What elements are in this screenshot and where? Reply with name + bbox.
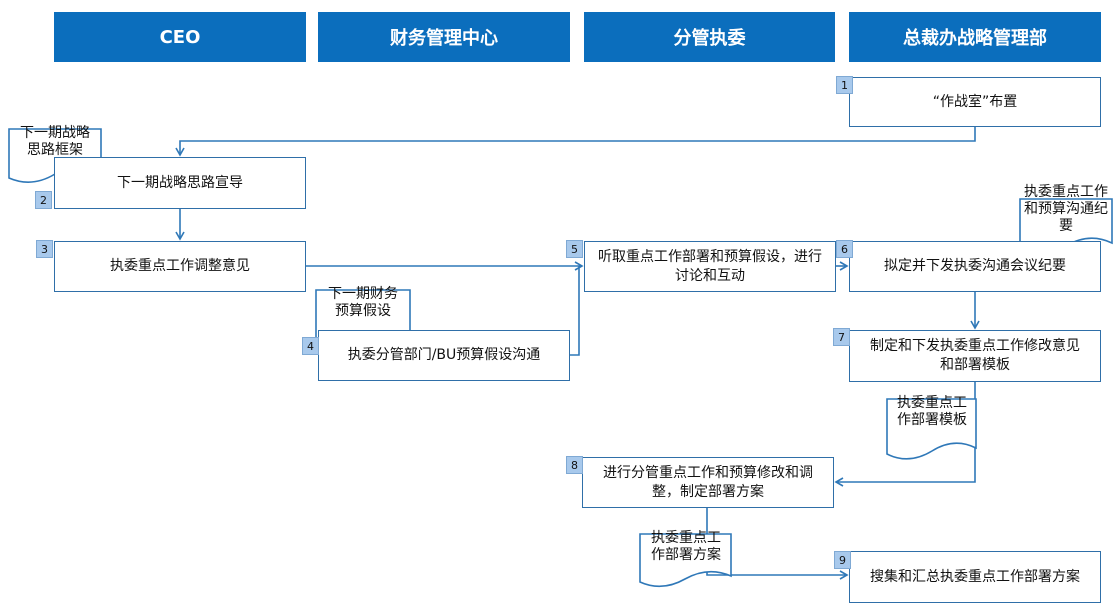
step-8-box: 进行分管重点工作和预算修改和调整，制定部署方案 xyxy=(582,457,834,508)
document-shape-deployment-plan xyxy=(639,533,732,588)
document-deployment-template: 执委重点工作部署模板 xyxy=(897,395,967,428)
step-5-text: 听取重点工作部署和预算假设，进行讨论和互动 xyxy=(598,248,822,284)
document-shape-deployment-template xyxy=(886,398,977,460)
step-2-box: 下一期战略思路宣导 xyxy=(54,157,306,209)
lane-header-ceo: CEO xyxy=(54,12,306,62)
step-3-box: 执委重点工作调整意见 xyxy=(54,241,306,292)
step-1-text: “作战室”布置 xyxy=(932,93,1018,110)
step-1-number: 1 xyxy=(836,76,853,94)
step-7-number: 7 xyxy=(833,328,850,346)
step-2-text: 下一期战略思路宣导 xyxy=(117,174,243,191)
step-8-text: 进行分管重点工作和预算修改和调整，制定部署方案 xyxy=(603,464,813,500)
step-7-box: 制定和下发执委重点工作修改意见和部署模板 xyxy=(849,330,1101,382)
step-6-number: 6 xyxy=(836,240,853,258)
step-4-number: 4 xyxy=(302,337,319,355)
step-8-number: 8 xyxy=(566,456,583,474)
lane-header-executive-committee: 分管执委 xyxy=(584,12,835,62)
document-strategy-framework: 下一期战略思路框架 xyxy=(20,125,90,158)
step-5-box: 听取重点工作部署和预算假设，进行讨论和互动 xyxy=(584,241,836,292)
step-4-box: 执委分管部门/BU预算假设沟通 xyxy=(318,330,570,381)
lane-header-strategy-dept: 总裁办战略管理部 xyxy=(849,12,1101,62)
step-9-box: 搜集和汇总执委重点工作部署方案 xyxy=(849,551,1101,603)
document-deployment-plan: 执委重点工作部署方案 xyxy=(651,530,721,563)
step-1-box: “作战室”布置 xyxy=(849,77,1101,127)
step-6-text: 拟定并下发执委沟通会议纪要 xyxy=(884,258,1066,274)
lane-header-finance-center: 财务管理中心 xyxy=(318,12,570,62)
arrow-4-to-5 xyxy=(570,266,580,356)
document-finance-assumption: 下一期财务预算假设 xyxy=(328,286,398,319)
document-meeting-minutes: 执委重点工作和预算沟通纪要 xyxy=(1024,184,1108,234)
step-2-number: 2 xyxy=(35,191,52,209)
step-9-text: 搜集和汇总执委重点工作部署方案 xyxy=(870,568,1080,585)
arrow-1-to-2 xyxy=(175,127,976,157)
step-5-number: 5 xyxy=(566,240,583,258)
step-3-number: 3 xyxy=(36,240,53,258)
step-9-number: 9 xyxy=(834,551,851,569)
step-4-text: 执委分管部门/BU预算假设沟通 xyxy=(347,347,541,363)
step-7-text: 制定和下发执委重点工作修改意见和部署模板 xyxy=(870,338,1080,373)
step-3-text: 执委重点工作调整意见 xyxy=(110,258,250,274)
arrow-8-to-9 xyxy=(706,508,849,580)
step-6-box: 拟定并下发执委沟通会议纪要 xyxy=(849,241,1101,292)
